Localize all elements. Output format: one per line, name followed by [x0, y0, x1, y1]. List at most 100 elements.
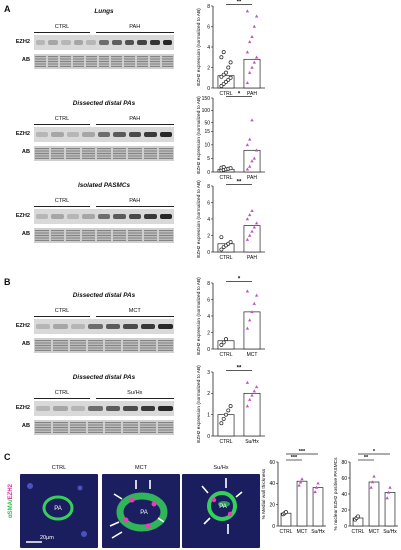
loading-band [143, 230, 158, 241]
x-tick-label-6: Su/Hx [383, 529, 397, 535]
loading-band [87, 422, 103, 433]
loading-band [122, 422, 138, 433]
x-tick-label-6: CTRL [351, 529, 364, 535]
x-tick-label-6: MCT [369, 529, 380, 535]
blot-band [35, 324, 50, 329]
data-point-Su/Hx [245, 380, 250, 384]
data-point-CTRL [228, 166, 233, 171]
x-tick-label-4: Su/Hx [245, 439, 259, 445]
blot-band [48, 40, 58, 45]
y-tick-label-2: 4 [207, 217, 210, 223]
data-point-Su/Hx [313, 490, 317, 494]
x-tick-label-1: PAH [247, 175, 257, 181]
blot-target-2 [34, 209, 174, 224]
data-point-CTRL [226, 77, 231, 82]
blot-target-1 [34, 127, 174, 142]
loading-band [66, 230, 80, 241]
data-point-CTRL [221, 81, 226, 86]
loading-band [140, 340, 156, 351]
data-point-PAH [250, 34, 254, 38]
blot-band [150, 40, 160, 45]
loading-band [35, 56, 46, 67]
y-tick-label-5: 0 [272, 524, 275, 530]
x-tick-label-2: PAH [247, 255, 257, 261]
data-point-PAH [247, 70, 252, 74]
blot-band [51, 214, 64, 219]
x-tick-label-4: CTRL [219, 439, 232, 445]
data-point-MCT [300, 477, 304, 481]
y-tick-label-6: 40 [341, 492, 347, 498]
blot-label-loading-4: AB [21, 423, 30, 429]
loading-band [50, 148, 65, 159]
loading-band [128, 148, 142, 159]
group-line-ctrl-1 [34, 124, 90, 125]
data-point-Su/Hx [250, 393, 254, 397]
data-point-PAH [250, 118, 254, 122]
loading-band [97, 148, 111, 159]
data-point-PAH [250, 65, 254, 69]
group-label-case-4: Su/Hx [127, 390, 143, 396]
loading-band [85, 56, 97, 67]
y-tick-label-3: 8 [207, 281, 210, 287]
y-axis-label-6: % nuclear EZH2 positive PASMCs [333, 457, 339, 531]
group-label-case-1: PAH [129, 116, 141, 122]
loading-band [111, 56, 123, 67]
data-point-CTRL [219, 55, 224, 60]
bar-CTRL [217, 414, 235, 437]
data-point-MCT [297, 483, 301, 487]
blot-band [105, 406, 120, 411]
group-label-case-2: PAH [129, 198, 141, 204]
data-point-MCT [372, 474, 376, 478]
group-line-ctrl-2 [34, 206, 90, 207]
data-point-PAH [254, 14, 259, 18]
blot-title-0: Lungs [94, 8, 114, 15]
blot-band [82, 214, 95, 219]
micro-title-ctrl: CTRL [51, 465, 67, 471]
group-line-ctrl-0 [34, 32, 90, 33]
blot-band [113, 132, 126, 137]
y-tick-label-2: 2 [207, 233, 210, 239]
panel-letter-b: B [4, 277, 11, 287]
y-tick-label-6: 0 [344, 524, 347, 530]
loading-band [157, 340, 173, 351]
y-tick-label-1: 15 [204, 129, 210, 135]
x-tick-label-5: Su/Hx [311, 529, 325, 535]
y-tick-label-0: 8 [207, 4, 210, 10]
y-tick-label-0: 0 [207, 86, 210, 92]
blot-band [158, 406, 173, 411]
bar-Su/Hx [312, 487, 324, 527]
blot-label-target-3: EZH2 [15, 323, 30, 329]
blot-band [86, 40, 97, 45]
data-point-PAH [250, 208, 254, 212]
data-point-PAH [254, 55, 259, 59]
data-point-CTRL [219, 421, 224, 426]
blot-loading-2 [34, 228, 174, 243]
blot-band [137, 40, 148, 45]
data-point-CTRL [219, 342, 224, 347]
sig-label-4: ** [237, 366, 242, 372]
data-point-PAH [247, 233, 252, 237]
data-point-PAH [245, 217, 250, 221]
y-tick-label-4: 3 [207, 370, 210, 376]
data-point-MCT [245, 326, 250, 330]
data-point-PAH [247, 137, 252, 141]
blot-band [70, 406, 85, 411]
x-tick-label-0: PAH [247, 91, 257, 97]
group-label-ctrl-4: CTRL [54, 390, 70, 396]
data-point-MCT [250, 310, 254, 314]
data-point-CTRL [221, 416, 226, 421]
x-tick-label-0: CTRL [219, 91, 232, 97]
sig-label-3: * [238, 277, 241, 283]
bar-PAH [243, 225, 261, 253]
loading-band [35, 148, 49, 159]
data-point-CTRL [228, 60, 233, 65]
scale-bar-label: 20μm [40, 535, 54, 541]
loading-band [162, 56, 173, 67]
data-point-Su/Hx [254, 385, 259, 389]
panel-letter-c: C [4, 452, 11, 462]
data-point-MCT [247, 318, 252, 322]
group-label-case-3: MCT [128, 308, 141, 314]
x-tick-label-1: CTRL [219, 175, 232, 181]
